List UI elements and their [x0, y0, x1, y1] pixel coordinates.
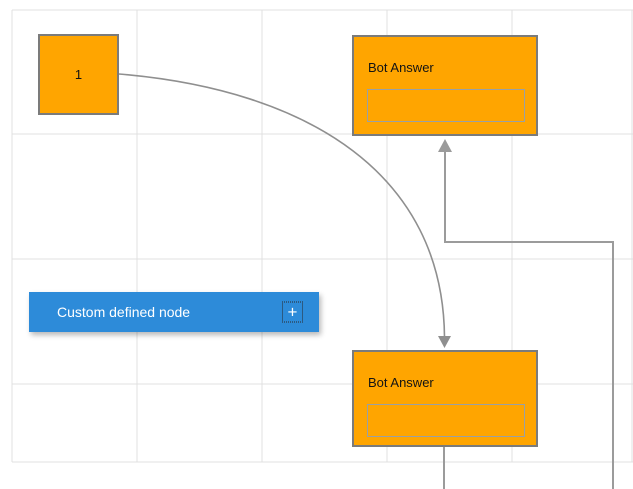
bot-answer-title: Bot Answer: [368, 375, 434, 390]
custom-defined-node-button[interactable]: Custom defined node +: [29, 292, 319, 332]
curved-connector[interactable]: [118, 73, 446, 338]
bot-answer-input-box[interactable]: [367, 404, 525, 437]
orthogonal-connector-arrowhead: [438, 139, 452, 152]
bot-answer-input-box[interactable]: [367, 89, 525, 122]
connectors: [118, 73, 614, 489]
curved-connector-arrowhead: [438, 336, 451, 348]
bot-answer-node-bottom[interactable]: Bot Answer: [352, 350, 538, 447]
bot-answer-title: Bot Answer: [368, 60, 434, 75]
number-node-label: 1: [74, 67, 83, 82]
plus-glyph: +: [287, 302, 298, 322]
custom-defined-node-label: Custom defined node: [57, 304, 191, 320]
orthogonal-connector[interactable]: [444, 152, 614, 489]
number-node[interactable]: 1: [38, 34, 119, 115]
bot-answer-node-top[interactable]: Bot Answer: [352, 35, 538, 136]
plus-icon[interactable]: +: [282, 301, 303, 323]
